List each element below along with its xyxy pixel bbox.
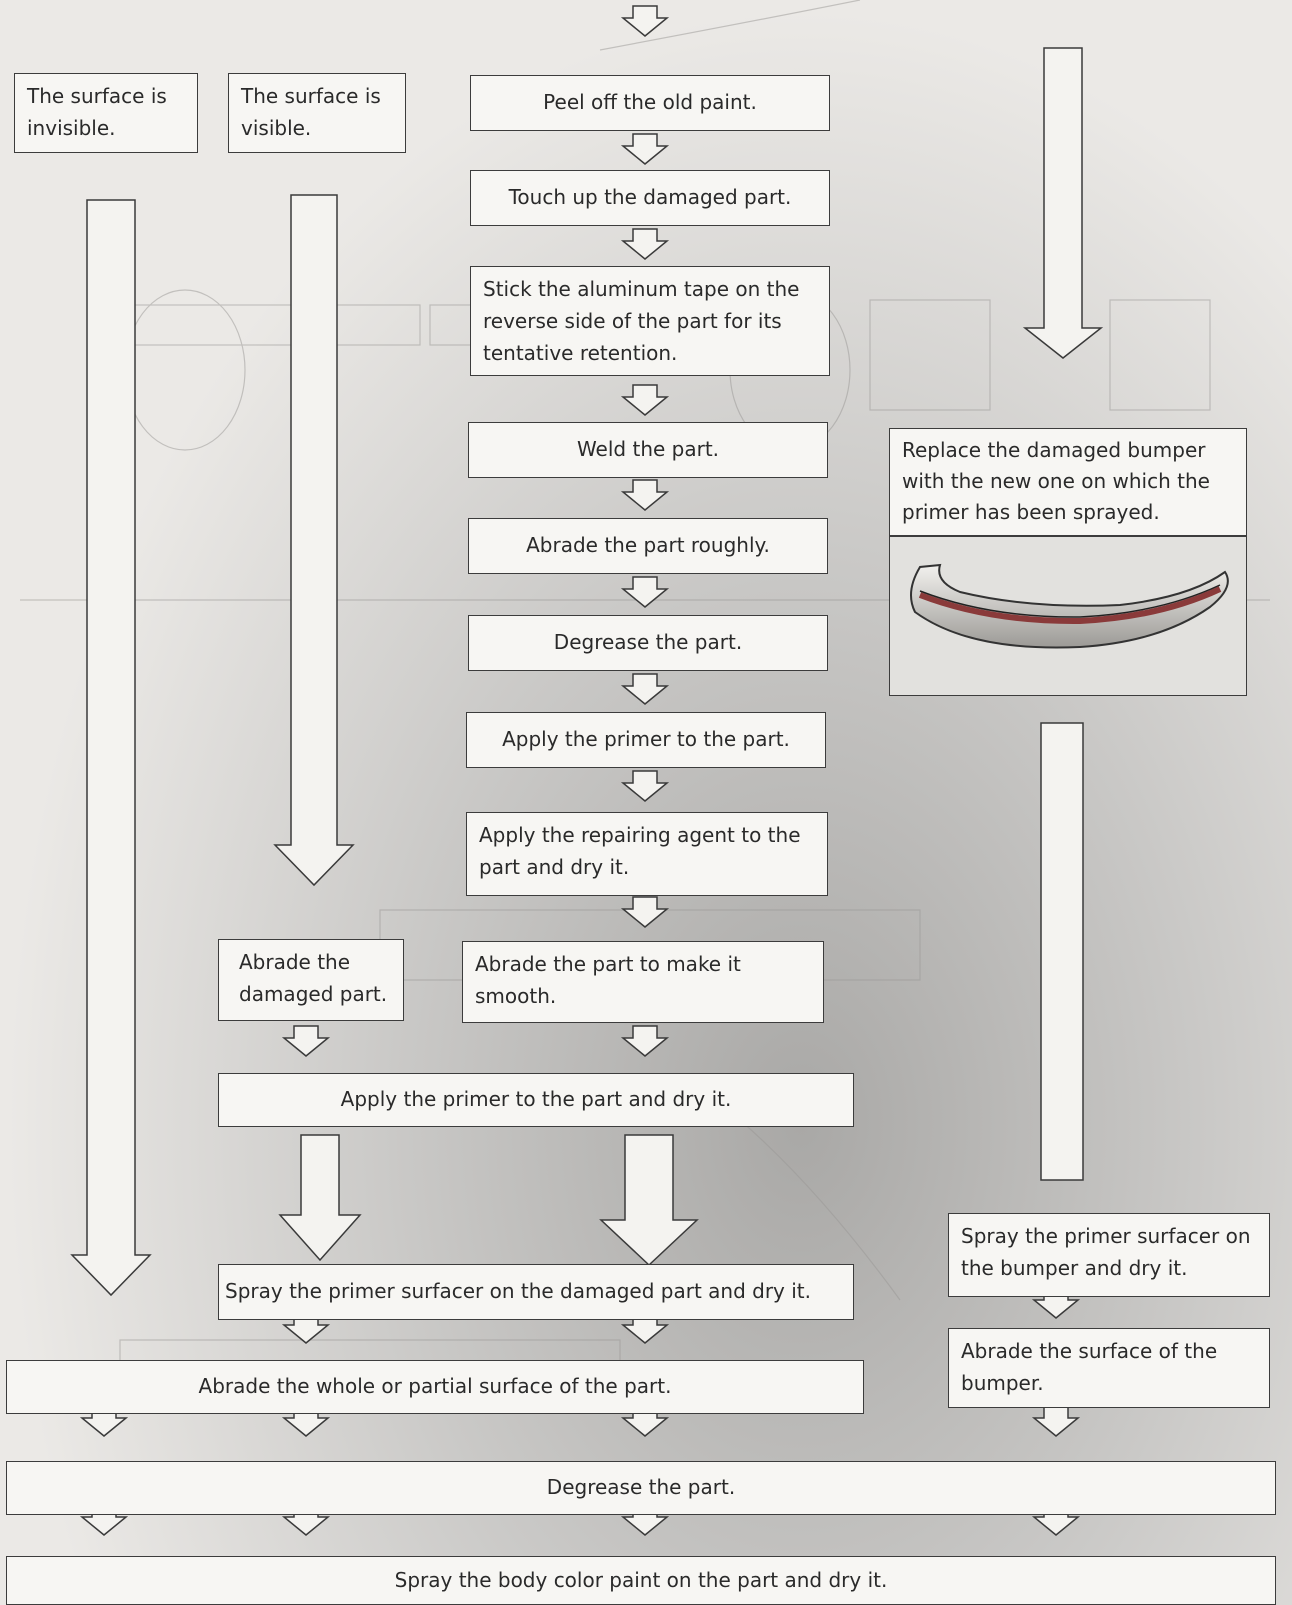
down-arrow-icon — [283, 1025, 329, 1057]
down-arrow-icon — [622, 1025, 668, 1057]
step-degrease: Degrease the part. — [468, 615, 828, 671]
down-arrow-icon — [622, 770, 668, 802]
step-touch-up: Touch up the damaged part. — [470, 170, 830, 226]
down-arrow-icon — [622, 5, 668, 37]
step-abrade-roughly: Abrade the part roughly. — [468, 518, 828, 574]
step-apply-primer-dry: Apply the primer to the part and dry it. — [218, 1073, 854, 1127]
down-arrow-icon — [622, 384, 668, 416]
surface-invisible-label: The surface is invisible. — [14, 73, 198, 153]
step-spray-primer-surfacer: Spray the primer surfacer on the damaged… — [218, 1264, 854, 1320]
step-abrade-surface: Abrade the whole or partial surface of t… — [6, 1360, 864, 1414]
long-down-arrow-icon — [1040, 722, 1084, 1181]
step-peel-paint: Peel off the old paint. — [470, 75, 830, 131]
step-abrade-bumper: Abrade the surface of the bumper. — [948, 1328, 1270, 1408]
step-degrease-final: Degrease the part. — [6, 1461, 1276, 1515]
down-arrow-icon — [622, 673, 668, 705]
step-repairing-agent: Apply the repairing agent to the part an… — [466, 812, 828, 896]
long-down-arrow-icon — [273, 194, 355, 887]
long-down-arrow-icon — [70, 199, 152, 1297]
long-down-arrow-icon — [1022, 47, 1104, 359]
step-replace-bumper: Replace the damaged bumper with the new … — [889, 428, 1247, 536]
bumper-illustration — [910, 563, 1229, 649]
down-arrow-icon — [622, 228, 668, 260]
step-spray-color: Spray the body color paint on the part a… — [6, 1556, 1276, 1605]
down-arrow-icon — [622, 479, 668, 511]
step-spray-primer-bumper: Spray the primer surfacer on the bumper … — [948, 1213, 1270, 1297]
surface-visible-label: The surface is visible. — [228, 73, 406, 153]
down-arrow-icon — [622, 133, 668, 165]
long-down-arrow-icon — [599, 1134, 699, 1267]
step-aluminum-tape: Stick the aluminum tape on the reverse s… — [470, 266, 830, 376]
step-abrade-damaged: Abrade the damaged part. — [218, 939, 404, 1021]
bumper-image — [889, 536, 1247, 696]
step-weld: Weld the part. — [468, 422, 828, 478]
long-down-arrow-icon — [278, 1134, 362, 1262]
down-arrow-icon — [1033, 1405, 1079, 1437]
down-arrow-icon — [622, 576, 668, 608]
step-abrade-smooth: Abrade the part to make it smooth. — [462, 941, 824, 1023]
down-arrow-icon — [622, 896, 668, 928]
step-apply-primer: Apply the primer to the part. — [466, 712, 826, 768]
